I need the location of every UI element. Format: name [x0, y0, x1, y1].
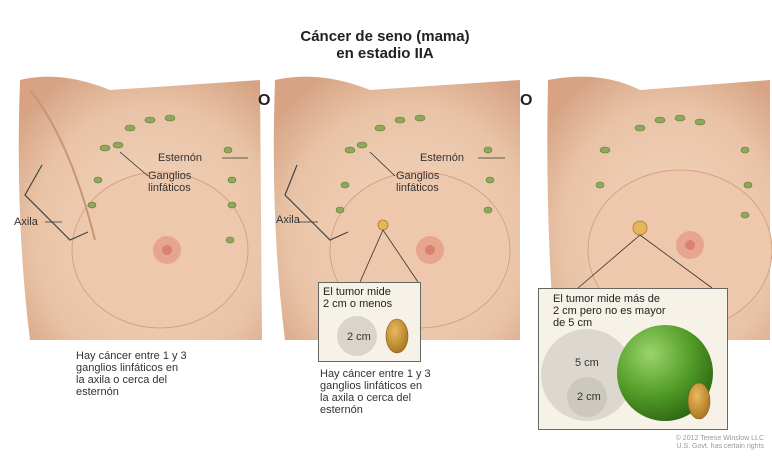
panel-1-label-esternon: Esternón [158, 152, 202, 164]
credit-line: U.S. Govt. has certain rights [676, 443, 764, 451]
copyright-credit: © 2012 Terese Winslow LLC U.S. Govt. has… [676, 435, 764, 451]
panel-2-label-ganglios-1: Ganglios [396, 170, 439, 182]
title-line-1: Cáncer de seno (mama) [250, 28, 520, 45]
panel-2-label-esternon: Esternón [420, 152, 464, 164]
panel-3-nipple [685, 240, 695, 250]
panel-1-note-line: ganglios linfáticos en [76, 362, 187, 374]
panel-1-torso [19, 77, 262, 340]
panel-2-label-axila: Axila [276, 214, 300, 226]
panel-1-note: Hay cáncer entre 1 y 3 ganglios linfátic… [76, 350, 187, 398]
box-title-line: El tumor mide [323, 286, 392, 298]
panel-2-tumor-size-box: El tumor mide 2 cm o menos 2 cm [318, 282, 421, 362]
almond-icon [688, 383, 710, 419]
box-title-line: 2 cm o menos [323, 298, 392, 310]
panel-3-tumor-size-box: El tumor mide más de 2 cm pero no es may… [538, 288, 728, 430]
panel-2-box-title: El tumor mide 2 cm o menos [323, 286, 392, 310]
panel-2-note-line: esternón [320, 404, 431, 416]
panel-1-nipple [162, 245, 172, 255]
panel-2-note-line: la axila o cerca del [320, 392, 431, 404]
credit-line: © 2012 Terese Winslow LLC [676, 435, 764, 443]
panel-3-size-label-5cm: 5 cm [575, 357, 599, 369]
or-label-2: O [520, 92, 532, 110]
panel-1-note-line: esternón [76, 386, 187, 398]
panel-1-label-axila: Axila [14, 216, 38, 228]
panel-2-note-line: ganglios linfáticos en [320, 380, 431, 392]
panel-2-note: Hay cáncer entre 1 y 3 ganglios linfátic… [320, 368, 431, 416]
panel-2-label-ganglios-2: linfáticos [396, 182, 439, 194]
panel-1-note-line: la axila o cerca del [76, 374, 187, 386]
panel-3-size-comparison [539, 289, 727, 429]
or-label-1: O [258, 92, 270, 110]
panel-3-tumor [633, 221, 647, 235]
panel-1-label-ganglios-1: Ganglios [148, 170, 191, 182]
diagram-title: Cáncer de seno (mama) en estadio IIA [250, 28, 520, 62]
panel-1-note-line: Hay cáncer entre 1 y 3 [76, 350, 187, 362]
panel-2-size-label: 2 cm [347, 331, 371, 343]
title-line-2: en estadio IIA [250, 45, 520, 62]
panel-2-note-line: Hay cáncer entre 1 y 3 [320, 368, 431, 380]
panel-1-label-ganglios-2: linfáticos [148, 182, 191, 194]
panel-3-size-label-2cm: 2 cm [577, 391, 601, 403]
panel-2-tumor [378, 220, 388, 230]
panel-2-nipple [425, 245, 435, 255]
almond-icon [386, 319, 408, 353]
